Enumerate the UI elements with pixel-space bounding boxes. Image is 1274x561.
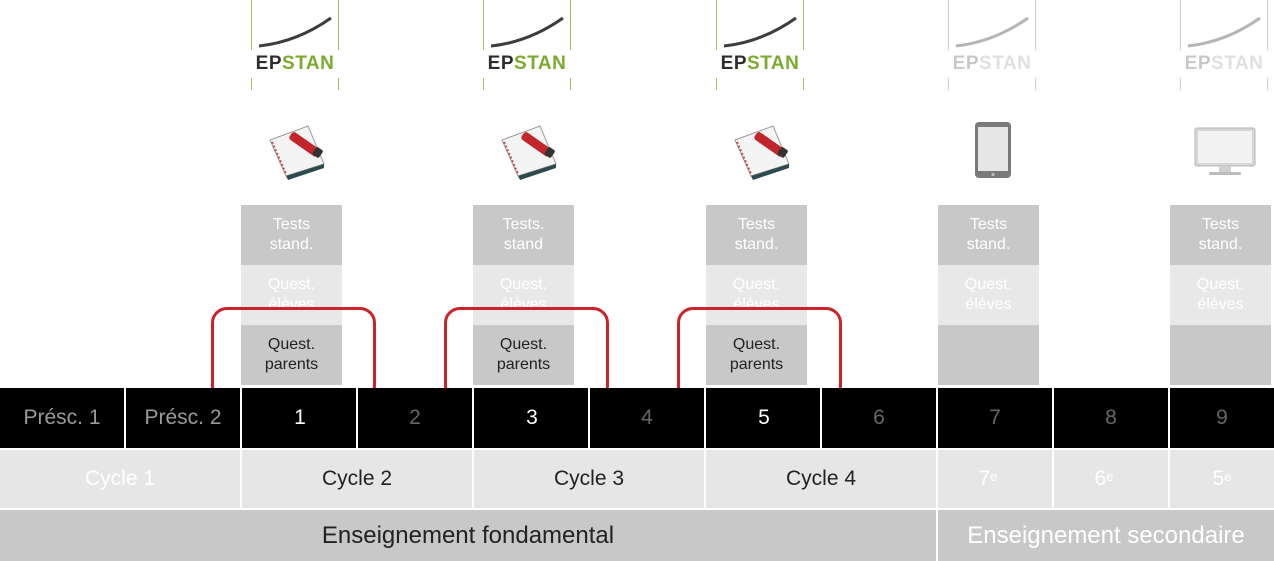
grade-cell: 7 <box>938 388 1052 448</box>
cycle-1-label: Cycle 1 <box>84 467 156 490</box>
grade-cell: 3 <box>474 388 590 448</box>
tests-standardises-tile: Tests stand. <box>706 205 807 265</box>
questionnaire-parents-tile: Quest. parents <box>473 325 574 385</box>
epstan-logo-text: EPSTAN <box>1184 53 1264 74</box>
epstan-logo: EPSTAN <box>249 0 341 92</box>
epstan-logo-text: EPSTAN <box>952 53 1032 74</box>
cycle-4-label: Cycle 4 <box>785 467 857 490</box>
monitor-icon <box>1193 118 1257 182</box>
grade-cell: 5 <box>706 388 822 448</box>
epstan-logo: EPSTAN <box>481 0 573 92</box>
questionnaire-eleves-tile: Quest. élèves <box>1170 265 1271 325</box>
questionnaire-eleves-tile: Quest. élèves <box>241 265 342 325</box>
tests-standardises-tile: Tests stand. <box>241 205 342 265</box>
epstan-logo-text: EPSTAN <box>487 53 567 74</box>
epstan-logo-text: EPSTAN <box>255 53 335 74</box>
level-secondaire: Enseignement secondaire <box>938 510 1274 561</box>
grade-cell: Présc. 1 <box>0 388 124 448</box>
grade-cell: 8 <box>1054 388 1168 448</box>
grade-cell: 6 <box>822 388 936 448</box>
epstan-logo-text: EPSTAN <box>720 53 800 74</box>
grade-cell: 4 <box>590 388 704 448</box>
grade-cell: Présc. 2 <box>126 388 240 448</box>
cycle-3-label: Cycle 3 <box>553 467 625 490</box>
questionnaire-parents-tile <box>938 325 1039 385</box>
cycle-2-label: Cycle 2 <box>321 467 393 490</box>
tests-standardises-tile: Tests stand. <box>1170 205 1271 265</box>
questionnaire-parents-tile: Quest. parents <box>241 325 342 385</box>
tests-standardises-tile: Tests. stand <box>473 205 574 265</box>
tests-standardises-tile: Tests stand. <box>938 205 1039 265</box>
notebook-pen-icon <box>264 118 328 182</box>
questionnaire-parents-tile: Quest. parents <box>706 325 807 385</box>
epstan-logo: EPSTAN <box>1178 0 1270 92</box>
grade-cell: 9 <box>1170 388 1274 448</box>
notebook-pen-icon <box>729 118 793 182</box>
cycles-row <box>0 450 1274 508</box>
grade-cell: 1 <box>242 388 358 448</box>
epstan-logo: EPSTAN <box>714 0 806 92</box>
questionnaire-eleves-tile: Quest. élèves <box>473 265 574 325</box>
notebook-pen-icon <box>496 118 560 182</box>
level-fondamental: Enseignement fondamental <box>0 510 936 561</box>
tablet-icon <box>961 118 1025 182</box>
questionnaire-parents-tile <box>1170 325 1271 385</box>
epstan-logo: EPSTAN <box>946 0 1038 92</box>
questionnaire-eleves-tile: Quest. élèves <box>938 265 1039 325</box>
grade-cell: 2 <box>358 388 472 448</box>
